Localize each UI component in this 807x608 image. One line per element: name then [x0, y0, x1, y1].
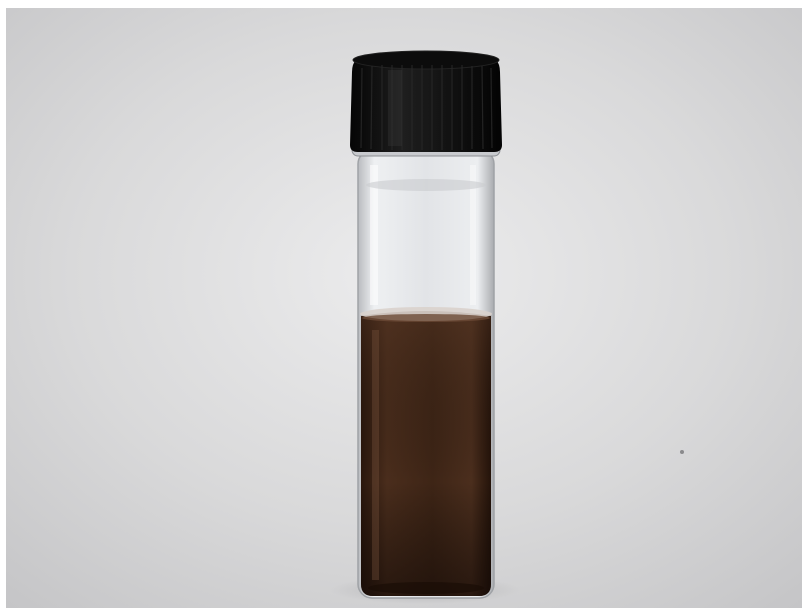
- cap-top: [352, 50, 500, 70]
- neck-reflection: [366, 179, 486, 191]
- meniscus-edge: [362, 314, 490, 322]
- right-border: [802, 0, 807, 608]
- sediment: [368, 582, 484, 594]
- left-border: [0, 0, 6, 608]
- liquid-highlight: [372, 330, 379, 580]
- cap-ridges: [360, 65, 493, 150]
- liquid-shading: [361, 311, 491, 596]
- background-speck: [680, 450, 684, 454]
- glass-highlight-right: [470, 165, 476, 305]
- top-border: [0, 0, 807, 8]
- glass-highlight-left: [370, 165, 378, 305]
- cap-highlight: [388, 70, 402, 146]
- black-cap: [350, 55, 502, 152]
